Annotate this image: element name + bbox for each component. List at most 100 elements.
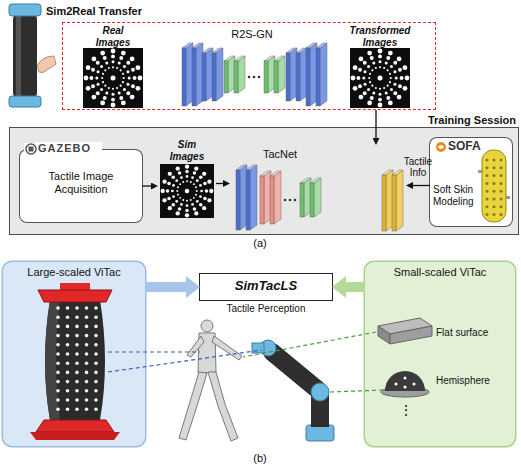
tactile-image [123, 77, 125, 79]
large-sensor [85, 398, 89, 402]
robot-arm-icon [311, 395, 329, 427]
group-title: Sim2Real Transfer [46, 5, 176, 18]
soft-skin-model [493, 190, 496, 193]
robot-arm-icon [9, 4, 56, 107]
process-box: GAZEBOTactile Image Acquisition [20, 150, 142, 222]
network-layers [216, 48, 223, 101]
large-sensor [85, 334, 89, 338]
large-sensor [56, 361, 60, 365]
panel-title: Small-scaled ViTac [365, 266, 515, 279]
network-block: R2S-GN [170, 26, 334, 110]
tactile-image [108, 67, 110, 69]
tactile-image [379, 88, 381, 90]
large-sensor [75, 325, 79, 329]
tactile-image [111, 103, 116, 108]
tactile-image [196, 190, 198, 192]
soft-skin-model [482, 150, 506, 222]
tactile-image [111, 54, 115, 58]
network-layers [386, 170, 393, 231]
tactile-image [372, 62, 375, 65]
network-layers [300, 183, 304, 217]
network-layers [296, 53, 300, 101]
tactile-image [205, 189, 209, 193]
network-layers [192, 43, 203, 106]
network-layers [202, 53, 206, 101]
tactile-image [126, 70, 129, 73]
tactile-image [370, 56, 374, 60]
tactile-image [111, 49, 116, 54]
tactile-image [385, 91, 388, 94]
tactile-image [122, 81, 124, 83]
tactile-image [390, 88, 393, 91]
tactile-image [350, 48, 410, 108]
tactile-image [393, 83, 396, 86]
soft-skin-model [493, 182, 496, 185]
tactile-image [100, 101, 105, 106]
network-layers [392, 175, 396, 231]
tactile-image [119, 56, 123, 60]
group-title: Training Session [400, 114, 516, 127]
tactile-image [119, 96, 123, 100]
network-layers [250, 165, 257, 230]
tactile-image [378, 76, 383, 81]
tactile-image [95, 77, 98, 80]
tactile-image [118, 62, 121, 65]
tactile-image [100, 65, 103, 68]
tactile-image [123, 65, 126, 68]
tactile-image [393, 91, 397, 95]
tactile-image [389, 73, 391, 75]
network-layers [192, 48, 196, 106]
flow-arrow [145, 282, 186, 292]
network-layers [264, 61, 268, 93]
flow-arrow [216, 183, 223, 184]
human-figure [187, 336, 204, 357]
network-layers [182, 43, 193, 106]
tactile-image [379, 93, 382, 96]
hemisphere-sensor [404, 377, 407, 380]
robot-arm-icon [260, 340, 276, 356]
tactile-image [370, 96, 374, 100]
soft-skin-model [486, 213, 489, 216]
network-name: R2S-GN [170, 28, 334, 41]
network-layers [234, 56, 245, 93]
tactile-image [133, 76, 137, 80]
tactile-image [207, 180, 211, 184]
network-layers [270, 176, 274, 224]
network-layers [306, 43, 317, 48]
tactile-image [202, 206, 206, 210]
network-layers [228, 56, 235, 93]
network-layers [224, 61, 228, 93]
tactile-image [388, 51, 393, 56]
tactile-image [101, 77, 103, 79]
robot-arm-icon [306, 425, 334, 441]
network-layers [264, 56, 275, 93]
ellipsis-dots [284, 199, 287, 202]
ellipsis-dots [248, 76, 297, 202]
robot-arm-icon [9, 96, 41, 107]
network-layers [306, 43, 317, 106]
tactile-image [378, 54, 382, 58]
soft-skin-model [500, 198, 503, 201]
large-sensor [85, 361, 89, 365]
network-layers [246, 165, 257, 230]
network-layers [196, 43, 203, 106]
large-sensor [66, 361, 70, 365]
tactile-image [362, 77, 365, 80]
leader-line [330, 390, 383, 392]
large-sensor [75, 389, 79, 393]
tactile-image [398, 84, 402, 88]
tactile-image [160, 164, 214, 218]
network-layers [300, 48, 307, 101]
tactile-image [171, 203, 175, 207]
soft-skin-model [486, 198, 489, 201]
tactile-image [195, 186, 197, 188]
hemisphere-sensor [395, 383, 398, 386]
network-layers [274, 56, 285, 61]
framework-name: SimTacLS [200, 279, 332, 294]
network-layers [224, 56, 235, 93]
tactile-image [172, 184, 175, 187]
soft-skin-model [478, 150, 510, 222]
soft-skin-model [500, 182, 503, 185]
tactile-image [190, 181, 192, 183]
soft-skin-model [500, 159, 503, 162]
